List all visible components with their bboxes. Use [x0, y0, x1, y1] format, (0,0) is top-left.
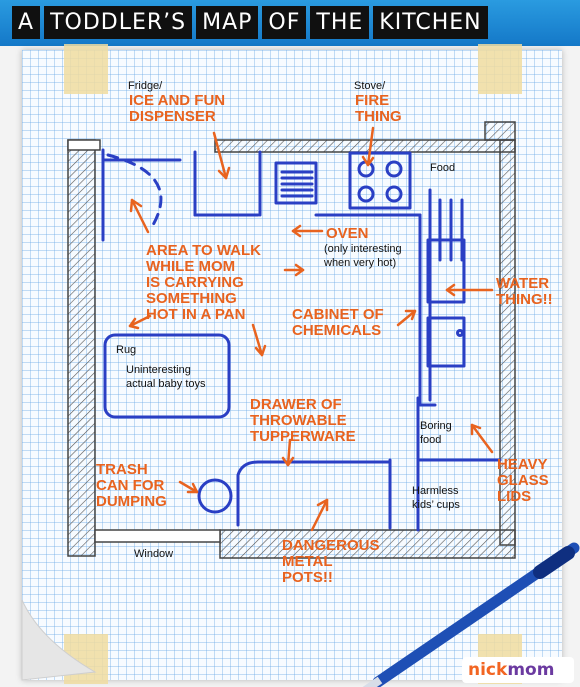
page-curl — [21, 599, 97, 681]
fridge-door-swing — [106, 153, 163, 232]
title-words: A TODDLER’S MAP OF THE KITCHEN — [12, 6, 488, 39]
annotation-arrows — [128, 126, 494, 532]
title-word: TODDLER’S — [44, 6, 193, 39]
trash-can — [197, 478, 233, 514]
stove-top — [348, 151, 412, 210]
arrow-pots — [310, 498, 329, 532]
walls — [67, 121, 516, 559]
arrow-cabinet — [396, 309, 417, 327]
counter-right-edge — [418, 213, 437, 407]
tape-top-left — [64, 44, 108, 94]
title-word: KITCHEN — [373, 6, 488, 39]
pots-counter — [236, 460, 392, 527]
label-food: Food — [430, 162, 456, 174]
burner — [385, 160, 403, 178]
arrow-trash — [178, 480, 199, 494]
title-word: OF — [262, 6, 307, 39]
arrow-walk — [128, 314, 152, 328]
label-fire-thing: FIRE THING — [355, 92, 402, 125]
label-window: Window — [134, 548, 174, 560]
label-water-thing: WATER THING!! — [496, 275, 553, 308]
title-bar: A TODDLER’S MAP OF THE KITCHEN — [0, 0, 580, 46]
chemical-cabinet — [426, 316, 466, 368]
label-baby-toys: Uninteresting actual baby toys — [126, 364, 206, 390]
left-wall — [67, 139, 96, 557]
arrow-ice — [130, 198, 150, 234]
label-oven: OVEN — [326, 225, 369, 242]
arrow-drawer — [286, 438, 292, 467]
title-word: MAP — [196, 6, 259, 39]
top-wall — [214, 139, 516, 153]
label-ice-dispenser: ICE AND FUN DISPENSER — [129, 92, 226, 125]
label-glass-lids: HEAVY GLASS LIDS — [497, 456, 549, 505]
arrow-pan — [251, 323, 264, 357]
drawer-unit — [274, 161, 318, 205]
label-kids-cups: Harmless kids’ cups — [412, 485, 460, 511]
logo-mom: mom — [507, 660, 555, 680]
sink-cabinet — [426, 238, 466, 304]
label-oven-note: (only interesting when very hot) — [324, 243, 402, 269]
ink-drawing — [101, 148, 502, 532]
rug — [103, 333, 231, 419]
logo-nick: nick — [468, 660, 508, 680]
label-stove: Stove/ — [354, 80, 386, 92]
label-tupperware-drawer: DRAWER OF THROWABLE TUPPERWARE — [250, 396, 356, 445]
label-trash-can: TRASH CAN FOR DUMPING — [96, 461, 167, 510]
arrow-fridge — [212, 131, 228, 180]
label-fridge: Fridge/ — [128, 80, 163, 92]
label-rug: Rug — [116, 344, 137, 356]
title-word: A — [12, 6, 41, 39]
burner — [357, 185, 375, 203]
title-word: THE — [310, 6, 370, 39]
burner — [385, 185, 403, 203]
nickmom-logo[interactable]: nickmom — [462, 657, 574, 683]
label-metal-pots: DANGEROUS METAL POTS!! — [282, 537, 380, 586]
arrow-stove — [366, 126, 375, 167]
pen-icon — [362, 542, 580, 687]
window — [94, 529, 221, 543]
tape-top-right — [478, 44, 522, 94]
label-walk-area: AREA TO WALK WHILE MOM IS CARRYING SOMET… — [146, 242, 261, 323]
arrow-lids — [470, 423, 494, 454]
label-cabinet-chemicals: CABINET OF CHEMICALS — [292, 306, 384, 339]
label-boring-food: Boring food — [420, 420, 452, 446]
